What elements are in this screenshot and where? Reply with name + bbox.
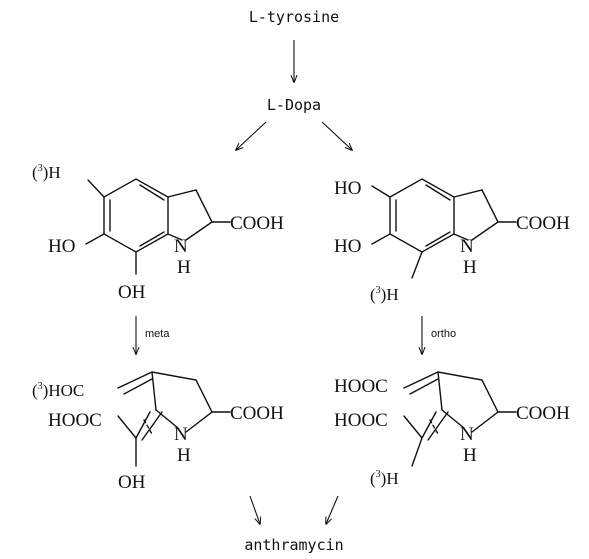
step-label-meta: meta <box>145 328 170 340</box>
svg-text:HOOC: HOOC <box>334 376 388 397</box>
arrow-dopa-to-left <box>236 121 267 150</box>
svg-text:(3)H: (3)H <box>32 163 61 182</box>
svg-text:COOH: COOH <box>516 403 570 424</box>
svg-text:N: N <box>460 236 474 257</box>
svg-text:HOOC: HOOC <box>334 410 388 431</box>
svg-text:COOH: COOH <box>230 403 284 424</box>
svg-text:(3)H: (3)H <box>370 469 399 488</box>
structure-upper-right: HO HO (3)H N H COOH <box>334 178 570 304</box>
svg-text:H: H <box>463 257 477 278</box>
svg-text:HOOC: HOOC <box>48 410 102 431</box>
step-label-ortho: ortho <box>431 328 456 340</box>
svg-text:COOH: COOH <box>230 213 284 234</box>
svg-text:N: N <box>174 236 188 257</box>
svg-text:H: H <box>463 445 477 466</box>
svg-text:(3)H: (3)H <box>370 285 399 304</box>
svg-text:HO: HO <box>48 236 75 257</box>
structure-lower-left: (3)HOC HOOC OH N H COOH <box>32 371 284 493</box>
svg-text:OH: OH <box>118 282 146 303</box>
svg-text:OH: OH <box>118 472 146 493</box>
arrow-dopa-to-right <box>321 121 352 150</box>
structure-lower-right: HOOC HOOC (3)H N H COOH <box>334 371 570 488</box>
svg-text:(3)HOC: (3)HOC <box>32 381 84 400</box>
compound-anthramycin: anthramycin <box>244 536 343 554</box>
svg-text:H: H <box>177 445 191 466</box>
arrow-right-to-anthramycin <box>326 495 339 524</box>
compound-dopa: L-Dopa <box>267 96 321 114</box>
svg-text:HO: HO <box>334 236 361 257</box>
svg-text:H: H <box>177 257 191 278</box>
structure-upper-left: (3)H HO OH N H COOH <box>32 163 284 303</box>
svg-text:COOH: COOH <box>516 213 570 234</box>
svg-text:N: N <box>174 424 188 445</box>
compound-tyrosine: L-tyrosine <box>249 8 339 26</box>
svg-text:N: N <box>460 424 474 445</box>
svg-text:HO: HO <box>334 178 361 199</box>
arrow-left-to-anthramycin <box>249 495 260 524</box>
